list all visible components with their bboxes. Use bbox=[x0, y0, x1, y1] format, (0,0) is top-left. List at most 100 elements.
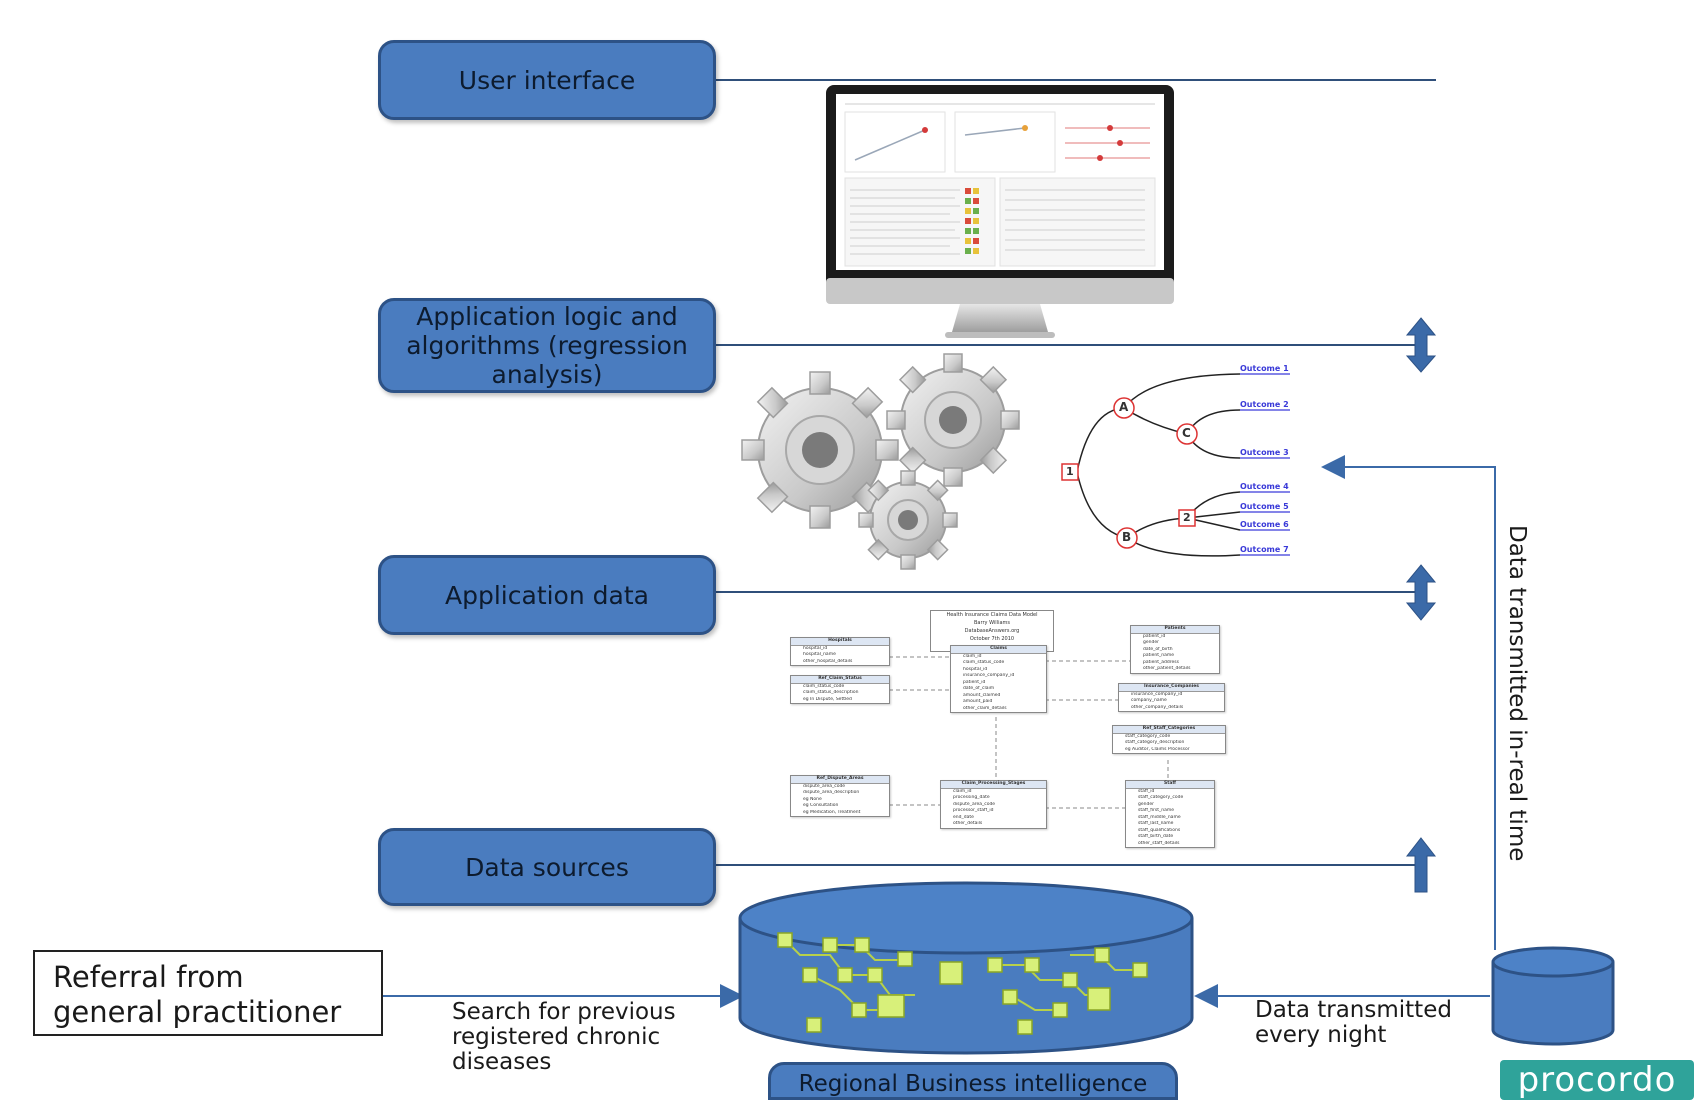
er-entity-field: other_company_details bbox=[1131, 704, 1184, 710]
er-entity-title: Staff bbox=[1126, 781, 1214, 789]
er-entity-field: hospital_name bbox=[803, 652, 836, 657]
er-entity-title: Claims bbox=[951, 646, 1046, 654]
application-logic-box: Application logic and algorithms (regres… bbox=[378, 298, 716, 393]
er-entity-title: Patients bbox=[1131, 626, 1219, 634]
data-sources-label: Data sources bbox=[465, 852, 629, 882]
regional-bi-box: Regional Business intelligence bbox=[768, 1062, 1178, 1100]
user-interface-box: User interface bbox=[378, 40, 716, 120]
er-entity-field: claim_status_code bbox=[963, 660, 1005, 665]
er-entity-field: amount_paid bbox=[963, 699, 993, 704]
tree-node-a-label: A bbox=[1119, 400, 1129, 414]
referral-box: Referral from general practitioner bbox=[33, 950, 383, 1036]
er-entity-field: other_staff_details bbox=[1138, 840, 1180, 846]
tree-node-2-box bbox=[1178, 509, 1196, 527]
er-entity-field: staff_category_code bbox=[1138, 795, 1184, 800]
er-entity-field: other_details bbox=[953, 821, 983, 826]
database-cylinder-icon bbox=[738, 881, 1194, 1055]
er-entity-field: date_of_claim bbox=[963, 686, 995, 691]
er-entity-field: amount_claimed bbox=[963, 692, 1001, 698]
tree-node-c-label: C bbox=[1182, 426, 1191, 440]
er-entity-field: staff_qualifications bbox=[1138, 827, 1181, 833]
tree-node-1-label: 1 bbox=[1066, 465, 1074, 478]
er-entity-field: gender bbox=[1138, 801, 1154, 807]
er-entity-field: claim_status_code bbox=[803, 683, 845, 689]
er-entity-field: eg Auditor, Claims Processor bbox=[1125, 746, 1190, 752]
outcome-label: Outcome 1 bbox=[1240, 364, 1289, 373]
er-entity-field: patient_address bbox=[1143, 659, 1179, 665]
er-entity-field: hospital_id bbox=[963, 666, 988, 672]
er-entity-field: date_of_birth bbox=[1143, 646, 1173, 652]
er-entity-title: Ref_Claim_Status bbox=[791, 676, 889, 684]
er-entity-field: gender bbox=[1143, 640, 1159, 645]
realtime-line bbox=[1321, 455, 1496, 950]
er-entity-title: Insurance_Companies bbox=[1119, 684, 1224, 692]
tree-node-1-box bbox=[1061, 463, 1079, 481]
up-arrow-icon bbox=[1405, 837, 1437, 893]
search-label: Search for previous registered chronic d… bbox=[452, 999, 676, 1075]
er-entity-field: hospital_id bbox=[803, 645, 828, 651]
tree-node-c-circle bbox=[1176, 423, 1198, 445]
gears-icon bbox=[741, 353, 1020, 570]
er-entity-field: processing_date bbox=[953, 795, 990, 800]
er-entity-field: staff_last_name bbox=[1138, 821, 1174, 826]
er-entity-field: staff_category_code bbox=[1125, 733, 1171, 739]
er-entity-field: other_patient_details bbox=[1143, 666, 1191, 671]
er-entity-field: insurance_company_id bbox=[963, 673, 1015, 678]
outcome-label: Outcome 6 bbox=[1240, 520, 1289, 529]
outcome-label: Outcome 4 bbox=[1240, 482, 1289, 491]
er-entity-field: patient_name bbox=[1143, 653, 1175, 658]
bidirectional-arrow-icon bbox=[1405, 317, 1437, 373]
er-entity-title: Ref_Dispute_Areas bbox=[791, 776, 889, 784]
bidirectional-arrow-icon bbox=[1405, 564, 1437, 621]
application-data-label: Application data bbox=[445, 580, 649, 610]
er-entity-field: staff_middle_name bbox=[1138, 814, 1181, 820]
application-data-box: Application data bbox=[378, 555, 716, 635]
er-entity-title: Ref_Staff_Categories bbox=[1113, 726, 1225, 734]
logo-text: procordo bbox=[1517, 1060, 1677, 1100]
er-entity-field: eg None bbox=[803, 796, 822, 802]
er-entity-field: claim_status_description bbox=[803, 690, 859, 695]
tree-node-a-circle bbox=[1113, 397, 1135, 419]
er-entity-field: other_hospital_details bbox=[803, 658, 853, 664]
regional-bi-label: Regional Business intelligence bbox=[798, 1071, 1148, 1097]
er-entity-field: staff_id bbox=[1138, 788, 1155, 794]
er-entity-title: Claim_Processing_Stages bbox=[941, 781, 1046, 789]
tree-node-2-label: 2 bbox=[1183, 511, 1191, 524]
er-entity-field: insurance_company_id bbox=[1131, 691, 1183, 697]
nightly-label: Data transmitted every night bbox=[1255, 997, 1452, 1048]
er-entity-field: processor_staff_id bbox=[953, 808, 994, 813]
er-connectors bbox=[889, 656, 1169, 809]
user-interface-label: User interface bbox=[458, 65, 636, 95]
er-entity-field: dispute_area_code bbox=[803, 783, 846, 789]
outcome-label: Outcome 3 bbox=[1240, 448, 1289, 457]
tree-node-b-circle bbox=[1116, 527, 1138, 549]
er-entity-field: eg In Dispute, Settled bbox=[803, 696, 852, 702]
outcome-label: Outcome 2 bbox=[1240, 400, 1289, 409]
realtime-label: Data transmitted in-real time bbox=[1504, 525, 1530, 862]
small-database-icon bbox=[1491, 946, 1615, 1046]
procordo-logo: procordo bbox=[1500, 1060, 1694, 1100]
er-entity-field: end_date bbox=[953, 814, 974, 820]
outcome-label: Outcome 5 bbox=[1240, 502, 1289, 511]
er-entity-field: company_name bbox=[1131, 698, 1167, 703]
er-entity-field: dispute_area_description bbox=[803, 790, 860, 795]
application-logic-label: Application logic and algorithms (regres… bbox=[406, 302, 688, 389]
er-entity-field: other_claim_details bbox=[963, 705, 1007, 711]
er-entity-field: staff_birth_date bbox=[1138, 834, 1174, 839]
er-entity-field: claim_id bbox=[953, 788, 972, 794]
er-entity-field: eg Consultation bbox=[803, 803, 839, 808]
er-entity-field: eg Medication, Treatment bbox=[803, 809, 861, 815]
er-entity-field: claim_id bbox=[963, 653, 982, 659]
data-sources-box: Data sources bbox=[378, 828, 716, 906]
referral-label: Referral from general practitioner bbox=[53, 960, 342, 1029]
